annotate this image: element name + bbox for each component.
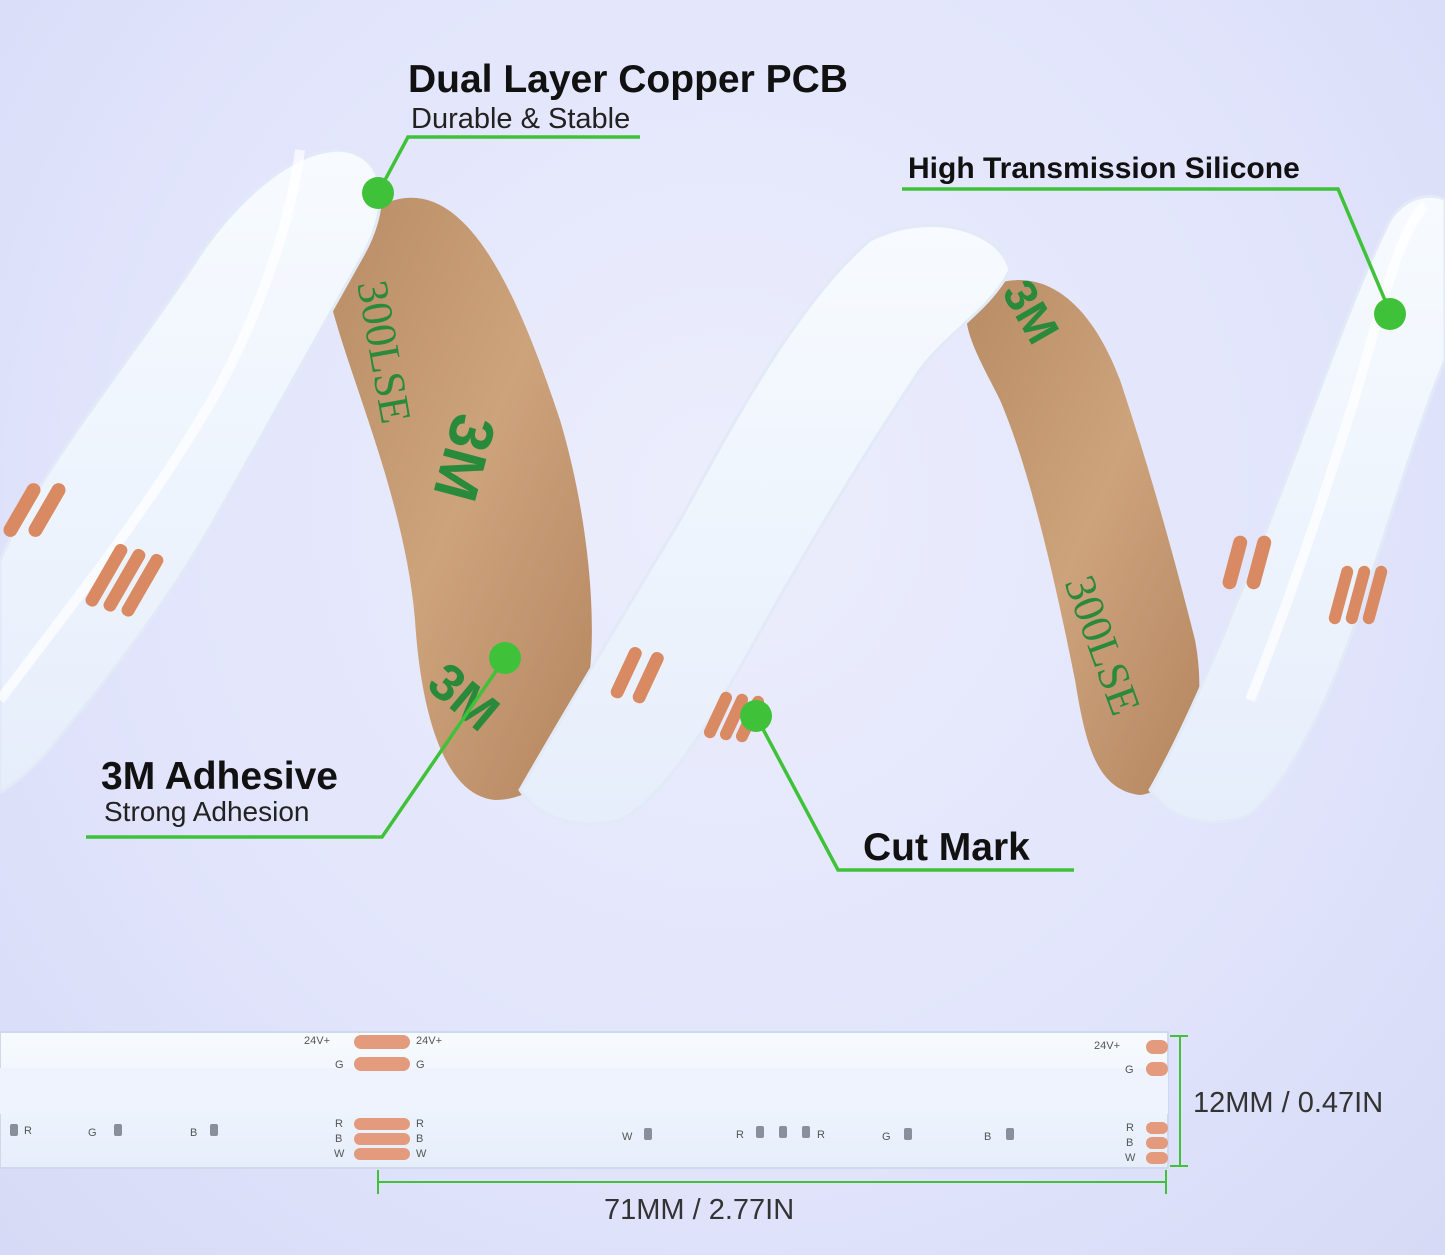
dimension-lines bbox=[377, 1035, 1188, 1194]
pad-label-g-end: G bbox=[1125, 1064, 1134, 1076]
chip-label-b-2: B bbox=[984, 1131, 991, 1143]
callout-dot-pcb bbox=[362, 177, 394, 209]
dimension-length: 71MM / 2.77IN bbox=[604, 1194, 795, 1226]
pad-label-w-left: W bbox=[334, 1148, 345, 1160]
callout-title-adhesive: 3M Adhesive bbox=[101, 755, 338, 798]
copper-pads-left bbox=[3, 483, 164, 617]
pad-label-r-end: R bbox=[1126, 1122, 1134, 1134]
copper-pads-right bbox=[1222, 535, 1388, 625]
silicone-edge-left bbox=[0, 149, 305, 704]
strip-segment-right bbox=[1148, 194, 1445, 824]
callout-subtitle-pcb: Durable & Stable bbox=[411, 103, 631, 135]
callout-title-pcb: Dual Layer Copper PCB bbox=[408, 58, 848, 101]
pad-label-b-right: B bbox=[416, 1133, 423, 1145]
pad-label-24v-left: 24V+ bbox=[304, 1035, 330, 1047]
callout-dot-silicone bbox=[1374, 298, 1406, 330]
flat-led-strip: 24V+ 24V+ G G R B W R B W 24V+ G R B W bbox=[0, 1031, 1169, 1169]
pad-label-w-end: W bbox=[1125, 1152, 1136, 1164]
chip-label-b-1: B bbox=[190, 1127, 197, 1139]
callout-line-cut bbox=[754, 715, 1074, 872]
strip-segment-center bbox=[518, 224, 1012, 826]
callout-line-silicone bbox=[902, 187, 1392, 313]
chip-label-r-3: R bbox=[817, 1129, 825, 1141]
silicone-edge-right bbox=[1245, 201, 1429, 702]
adhesive-tape-panel-2 bbox=[966, 280, 1200, 795]
flat-strip-diffuser bbox=[0, 1068, 1168, 1114]
adhesive-tape-panel-1 bbox=[329, 197, 592, 801]
pad-label-r-right: R bbox=[416, 1118, 424, 1130]
dimension-width: 12MM / 0.47IN bbox=[1193, 1087, 1384, 1119]
callout-line-adhesive bbox=[86, 657, 507, 839]
callout-subtitle-adhesive: Strong Adhesion bbox=[104, 796, 310, 827]
pad-label-w-right: W bbox=[416, 1148, 427, 1160]
pad-label-g-right: G bbox=[416, 1059, 425, 1071]
callout-dot-adhesive bbox=[489, 642, 521, 674]
callout-title-silicone: High Transmission Silicone bbox=[908, 152, 1300, 185]
chip-label-g-1: G bbox=[88, 1127, 97, 1139]
chip-label-g-2: G bbox=[882, 1131, 891, 1143]
strip-segment-left bbox=[0, 148, 382, 794]
callout-lines bbox=[86, 135, 1392, 872]
callout-title-cut: Cut Mark bbox=[863, 826, 1030, 869]
chip-label-r-1: R bbox=[24, 1125, 32, 1137]
pad-label-b-left: B bbox=[335, 1133, 342, 1145]
pad-label-b-end: B bbox=[1126, 1137, 1133, 1149]
callout-dot-cut bbox=[740, 700, 772, 732]
chip-label-r-2: R bbox=[736, 1129, 744, 1141]
pad-label-24v-right: 24V+ bbox=[416, 1035, 442, 1047]
pad-label-r-left: R bbox=[335, 1118, 343, 1130]
pad-label-24v-end: 24V+ bbox=[1094, 1040, 1120, 1052]
callout-line-pcb bbox=[376, 135, 640, 194]
pad-label-g-left: G bbox=[335, 1059, 344, 1071]
chip-label-w-1: W bbox=[622, 1131, 633, 1143]
